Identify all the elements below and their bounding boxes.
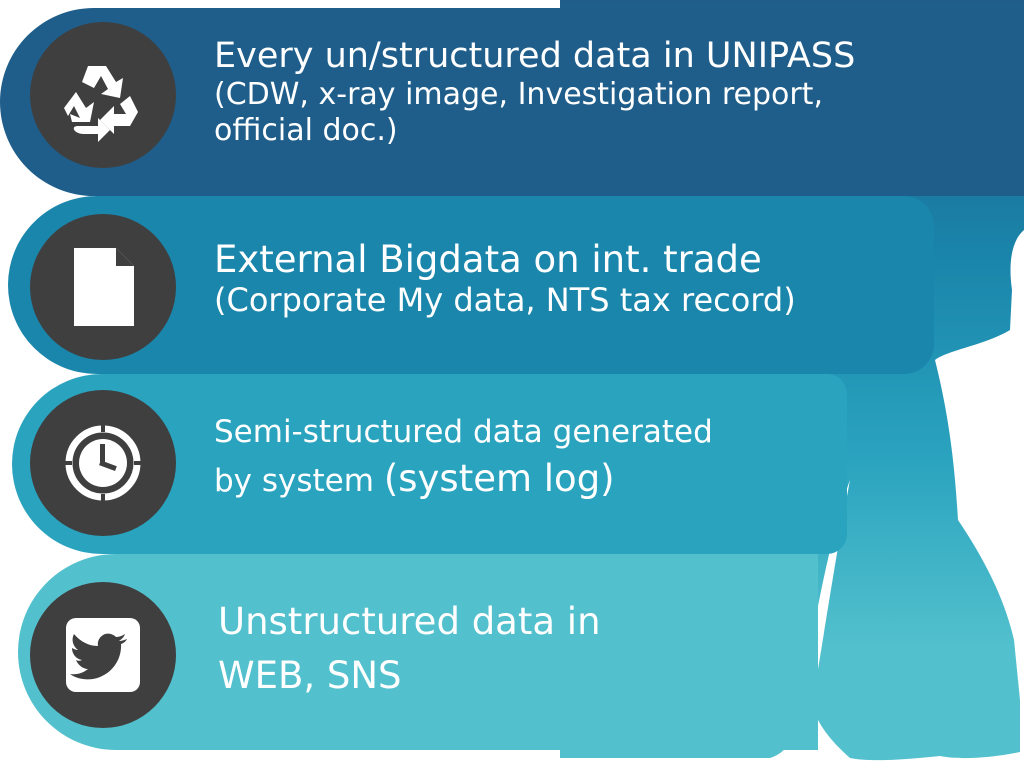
- recycle-icon: [30, 22, 176, 168]
- item-4-line-1: Unstructured data in: [218, 600, 601, 643]
- clock-icon: [30, 390, 176, 536]
- item-3-line-2-text: by system: [214, 462, 384, 499]
- document-icon: [30, 214, 176, 360]
- twitter-bird-icon: [30, 582, 176, 728]
- item-2-title: External Bigdata on int. trade: [214, 238, 762, 281]
- item-1-title: Every un/structured data in UNIPASS: [214, 36, 856, 76]
- item-1-detail-line-1: (CDW, x-ray image, Investigation report,: [214, 77, 823, 113]
- item-3-text: Semi-structured data generated by system…: [214, 414, 713, 500]
- item-3-line-1: Semi-structured data generated: [214, 414, 713, 450]
- item-4-text: Unstructured data in WEB, SNS: [218, 600, 601, 697]
- item-1-text: Every un/structured data in UNIPASS (CDW…: [214, 36, 855, 148]
- item-3-line-2: by system (system log): [214, 457, 713, 501]
- item-3-line-2-emphasis: (system log): [383, 456, 615, 500]
- item-4-line-2: WEB, SNS: [218, 653, 402, 697]
- item-2-detail-line-1: (Corporate My data, NTS tax record): [214, 280, 796, 319]
- item-2-text: External Bigdata on int. trade (Corporat…: [214, 238, 796, 319]
- item-1-detail-line-2: official doc.): [214, 112, 398, 148]
